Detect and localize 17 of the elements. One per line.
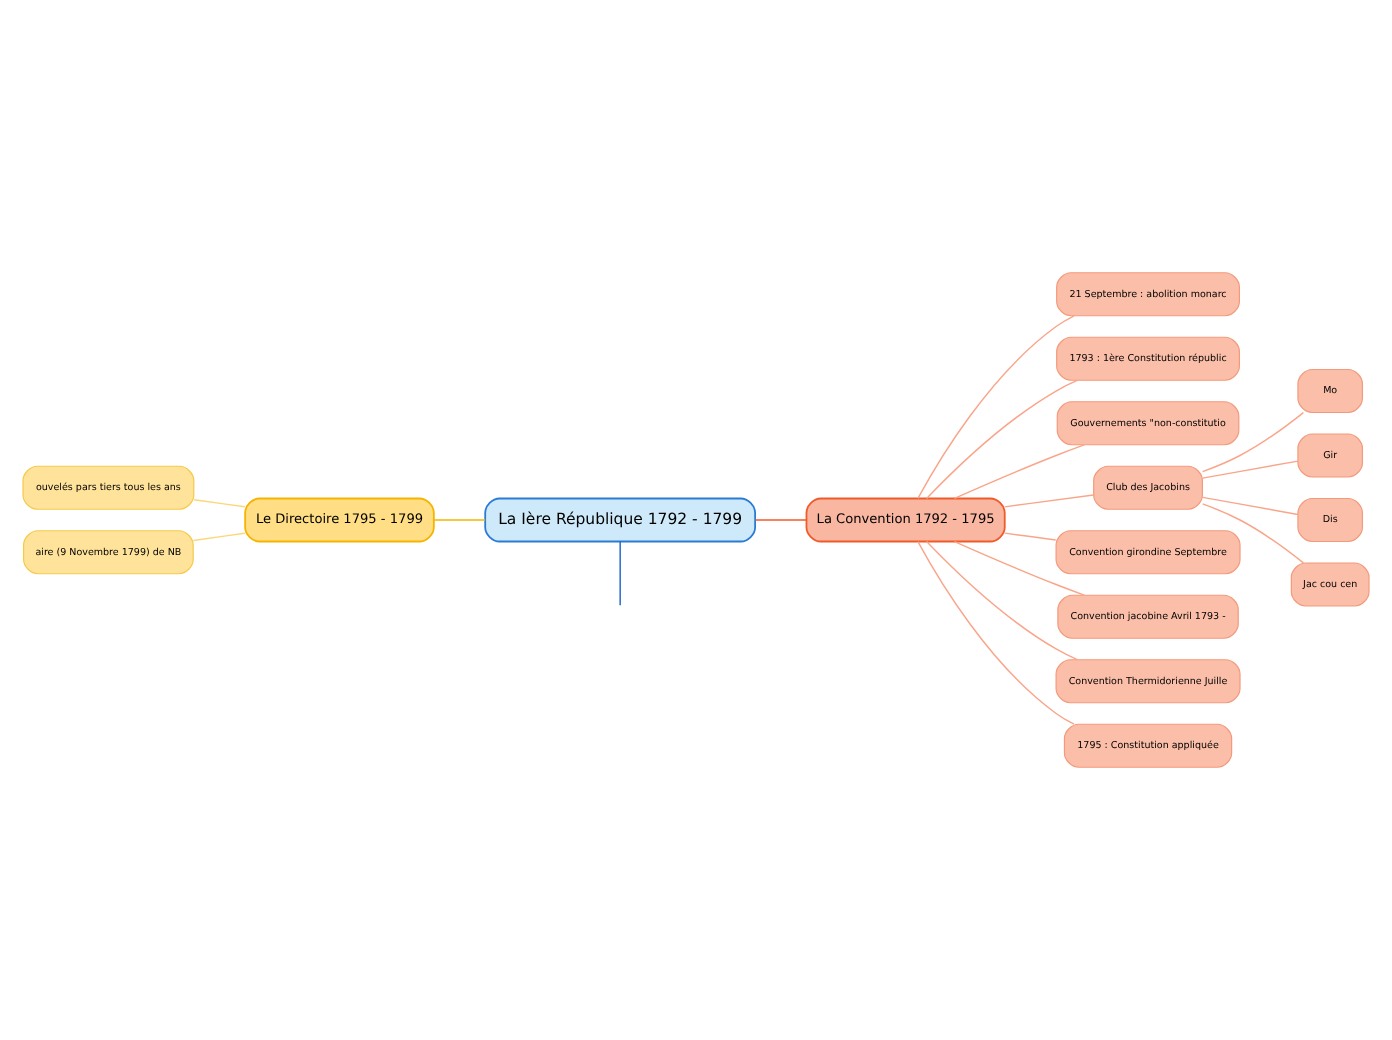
connector: [754, 519, 807, 521]
connector: [917, 540, 1075, 725]
connector: [433, 519, 486, 521]
connector: [192, 532, 246, 542]
connector: [619, 540, 621, 607]
connector: [1201, 411, 1305, 473]
connector: [1201, 503, 1305, 564]
connector: [953, 540, 1085, 596]
connector: [1004, 494, 1095, 508]
connector: [953, 444, 1085, 500]
connector: [1004, 532, 1057, 541]
connector: [193, 498, 246, 508]
connector: [925, 540, 1078, 661]
connector: [925, 379, 1078, 500]
connector: [1201, 460, 1299, 479]
connector: [1201, 496, 1299, 516]
connector: [917, 315, 1075, 500]
